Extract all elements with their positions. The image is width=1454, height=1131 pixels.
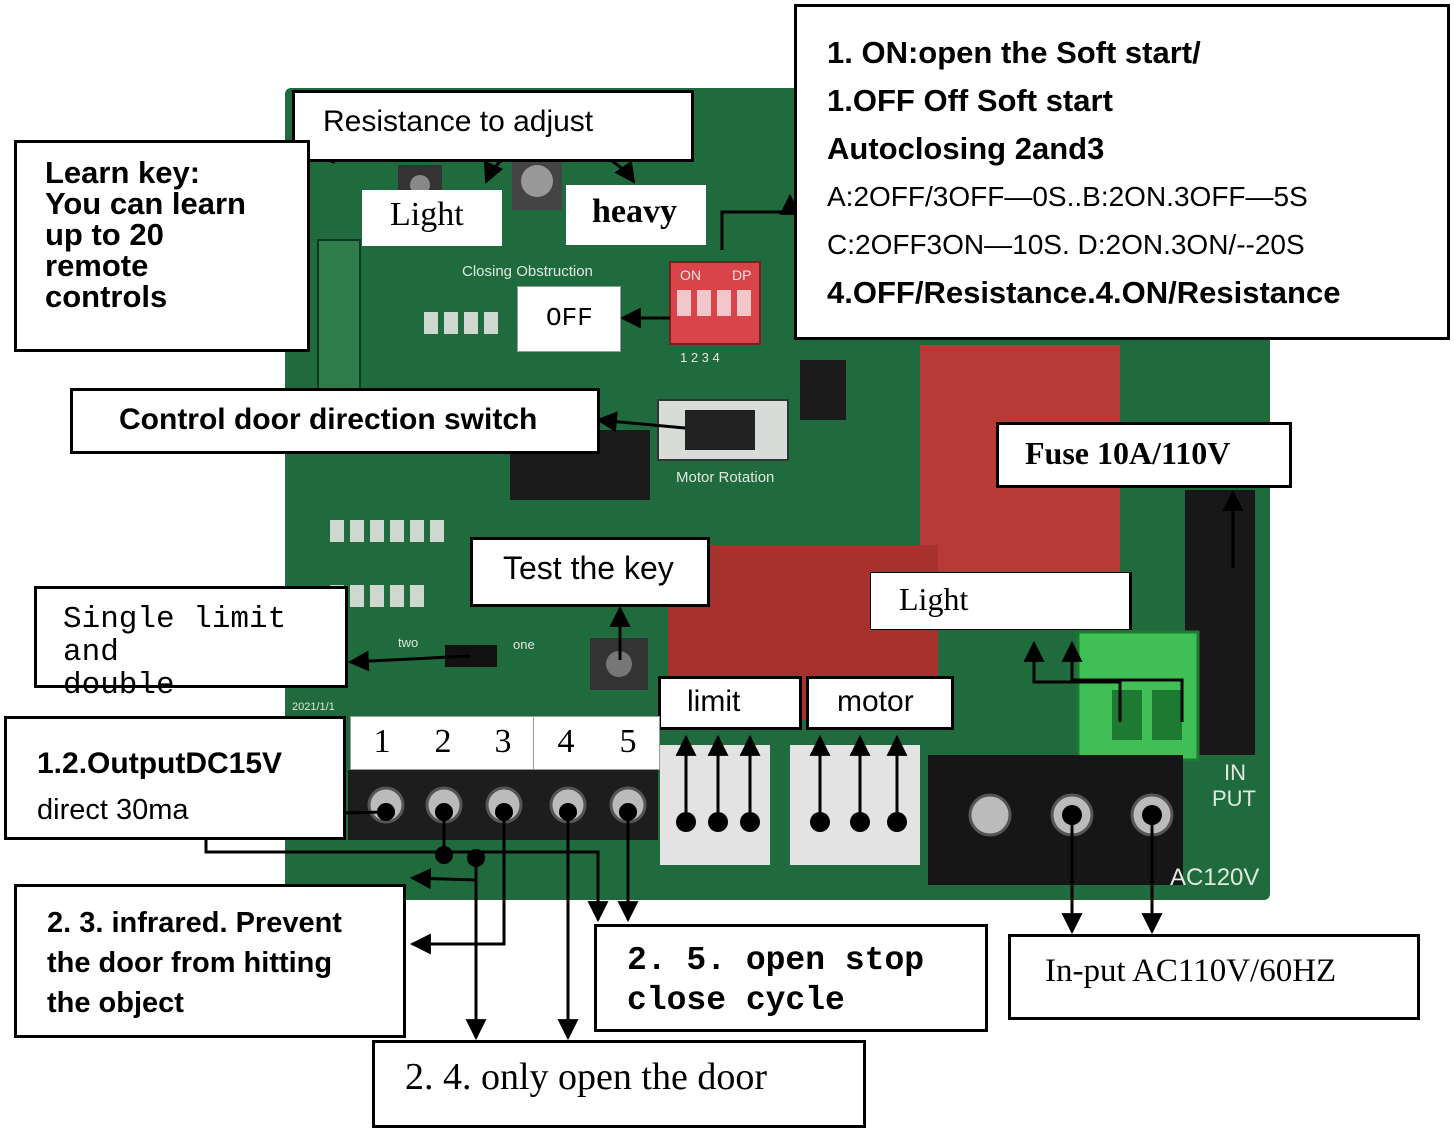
resistance-adjust-text: Resistance to adjust [323,105,594,138]
dip-toggle-4 [737,290,751,316]
dip-dp-label: DP [732,267,751,283]
light-output-text: Light [899,581,969,617]
limit-connector-callout: limit [658,676,802,730]
fuse-text: Fuse 10A/110V [1025,435,1231,471]
limit-connector [660,745,770,865]
terminal-numbers-strip: 1 2 3 4 5 [350,716,660,770]
date-code-label: 2021/1/1 [292,701,335,713]
test-key-text: Test the key [503,550,674,586]
direction-switch-callout: Control door direction switch [70,388,600,454]
limit-connector-text: limit [687,685,741,718]
only-open-text: 2. 4. only open the door [405,1056,768,1098]
dip-numbers-label: 1 2 3 4 [680,350,720,365]
limit-single-label: one [513,637,535,652]
output-dc-line-2: direct 30ma [37,794,189,826]
only-open-callout: 2. 4. only open the door [372,1040,866,1128]
output-dc-callout: 1.2.OutputDC15V direct 30ma [4,716,346,840]
learn-key-line-2: You can learn [45,186,246,221]
limit-two-label: two [398,635,418,650]
learn-key-callout: Learn key: You can learn up to 20 remote… [14,140,310,352]
dip-info-line-1: 1. ON:open the Soft start/ [827,35,1201,70]
light-resistance-label: Light [362,190,502,246]
input-ac-callout: In-put AC110V/60HZ [1008,934,1420,1020]
dip-off-label: OFF [517,286,621,352]
motor-connector-callout: motor [806,676,954,730]
terminal-number-1: 1 [373,723,391,760]
dip-toggle-1 [677,290,691,316]
dip-on-label: ON [680,267,701,283]
motor-connector-text: motor [837,685,914,718]
board-printed-labels: Closing Obstruction Motor Rotation ON DP… [292,263,1259,891]
limit-jumper [445,645,497,667]
infrared-line-2: the door from hitting [47,947,333,979]
light-resistance-text: Light [390,196,464,233]
input-in-label: IN [1224,760,1246,785]
motor-connector [790,745,920,865]
heavy-resistance-label: heavy [566,185,706,245]
terminal-number-4: 4 [557,723,575,760]
output-dc-line-1: 1.2.OutputDC15V [37,747,283,780]
motor-rotation-label: Motor Rotation [676,469,774,486]
infrared-line-3: the object [47,987,184,1019]
optocoupler [800,360,846,420]
open-stop-line-1: 2. 5. open stop [627,942,925,979]
learn-key-line-3: up to 20 [45,217,164,252]
closing-obstruction-label: Closing Obstruction [462,263,593,280]
open-stop-callout: 2. 5. open stop close cycle [594,924,988,1032]
dip-info-line-2: 1.OFF Off Soft start [827,83,1113,118]
infrared-callout: 2. 3. infrared. Prevent the door from hi… [14,884,406,1038]
dip-off-text: OFF [546,303,593,333]
resistor-row-1 [424,312,498,334]
open-stop-line-2: close cycle [627,982,845,1019]
dip-info-line-5: C:2OFF3ON—10S. D:2ON.3ON/--20S [827,229,1305,260]
single-limit-callout: Single limit and double [34,586,348,702]
single-limit-line-1: Single limit and [63,602,287,670]
heavy-resistance-text: heavy [592,193,677,230]
dip-toggle-3 [717,290,731,316]
single-limit-line-2: double [63,668,175,703]
radio-module [317,239,361,401]
ac-voltage-label: AC120V [1170,864,1259,891]
light-output-callout: Light [870,572,1132,630]
test-key-cap [606,651,632,677]
dip-info-line-3: Autoclosing 2and3 [827,131,1105,166]
dip-toggle-2 [697,290,711,316]
learn-key-line-5: controls [45,279,168,314]
terminal-number-5: 5 [619,723,637,760]
callout-arrows [204,108,1244,1041]
input-ac-text: In-put AC110V/60HZ [1045,953,1337,989]
dip-info-line-4: A:2OFF/3OFF—0S..B:2ON.3OFF—5S [827,181,1308,212]
fuse-callout: Fuse 10A/110V [996,422,1292,488]
direction-switch-text: Control door direction switch [119,403,538,436]
learn-key-line-4: remote [45,248,149,283]
input-put-label: PUT [1212,786,1256,811]
terminal-number-2: 2 [434,723,452,760]
direction-switch-slider [685,410,755,450]
potentiometer-knob [521,165,553,197]
terminal-number-3: 3 [473,717,534,769]
learn-key-line-1: Learn key: [45,155,201,190]
resistance-adjust-callout: Resistance to adjust [292,90,694,162]
dip-info-line-6: 4.OFF/Resistance.4.ON/Resistance [827,275,1341,310]
infrared-line-1: 2. 3. infrared. Prevent [47,907,342,939]
test-key-callout: Test the key [470,537,710,607]
dip-settings-callout: 1. ON:open the Soft start/ 1.OFF Off Sof… [794,4,1450,340]
